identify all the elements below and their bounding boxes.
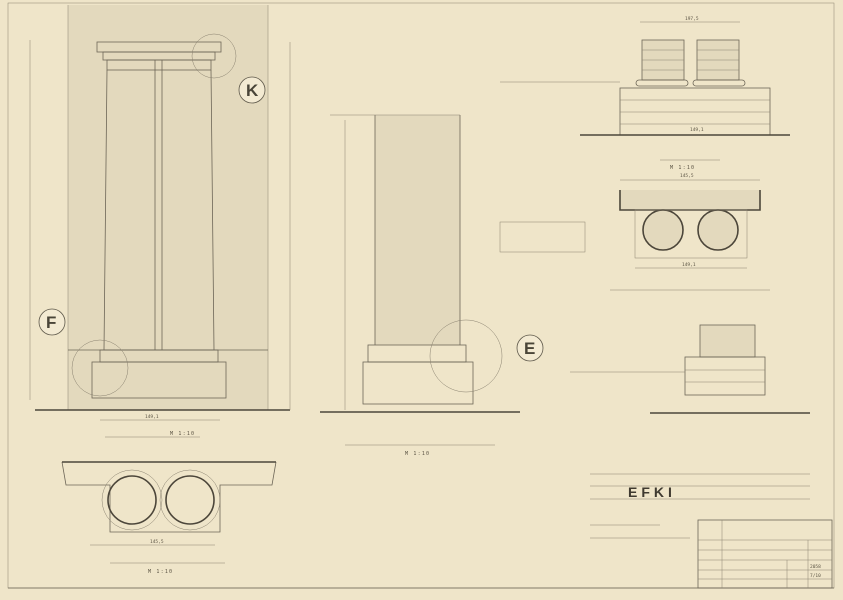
- notes-block: [590, 473, 810, 539]
- pilaster-scale: M 1:10: [405, 451, 430, 457]
- detail-marker-k: [238, 76, 266, 104]
- dim-circle-width: 149,1: [682, 262, 696, 268]
- detail-label-f: F: [46, 313, 56, 332]
- dim-base-width: 149,1: [145, 414, 159, 420]
- brick-detail-elevation: [570, 324, 810, 414]
- column-plan-section: 145,5 M 1:10: [61, 461, 277, 575]
- brick-elev-scale: M 1:10: [670, 165, 695, 171]
- drawing-number: 2058: [810, 564, 821, 570]
- elevation-scale: M 1:10: [170, 431, 195, 437]
- title-block: 7/10 2058: [697, 519, 833, 589]
- column-elevation: 149,1 M 1:10: [29, 5, 291, 438]
- sheet-number: 7/10: [810, 573, 821, 579]
- detail-marker-f: [38, 308, 66, 336]
- brick-base-elevation: 197,5 149,1 M 1:10: [500, 16, 790, 171]
- plan-scale: M 1:10: [148, 569, 173, 575]
- dim-section-width: 145,5: [150, 539, 164, 545]
- dim-slab-width: 145,5: [680, 173, 694, 179]
- detail-marker-e: [516, 334, 544, 362]
- foundation-plan: 145,5 149,1: [499, 173, 770, 291]
- dim-base-149: 149,1: [690, 127, 704, 133]
- project-code: EFKI: [628, 484, 676, 500]
- detail-label-e: E: [524, 339, 535, 358]
- dim-top-width: 197,5: [685, 16, 699, 22]
- detail-label-k: K: [246, 81, 259, 100]
- pilaster-elevation: M 1:10: [320, 114, 520, 457]
